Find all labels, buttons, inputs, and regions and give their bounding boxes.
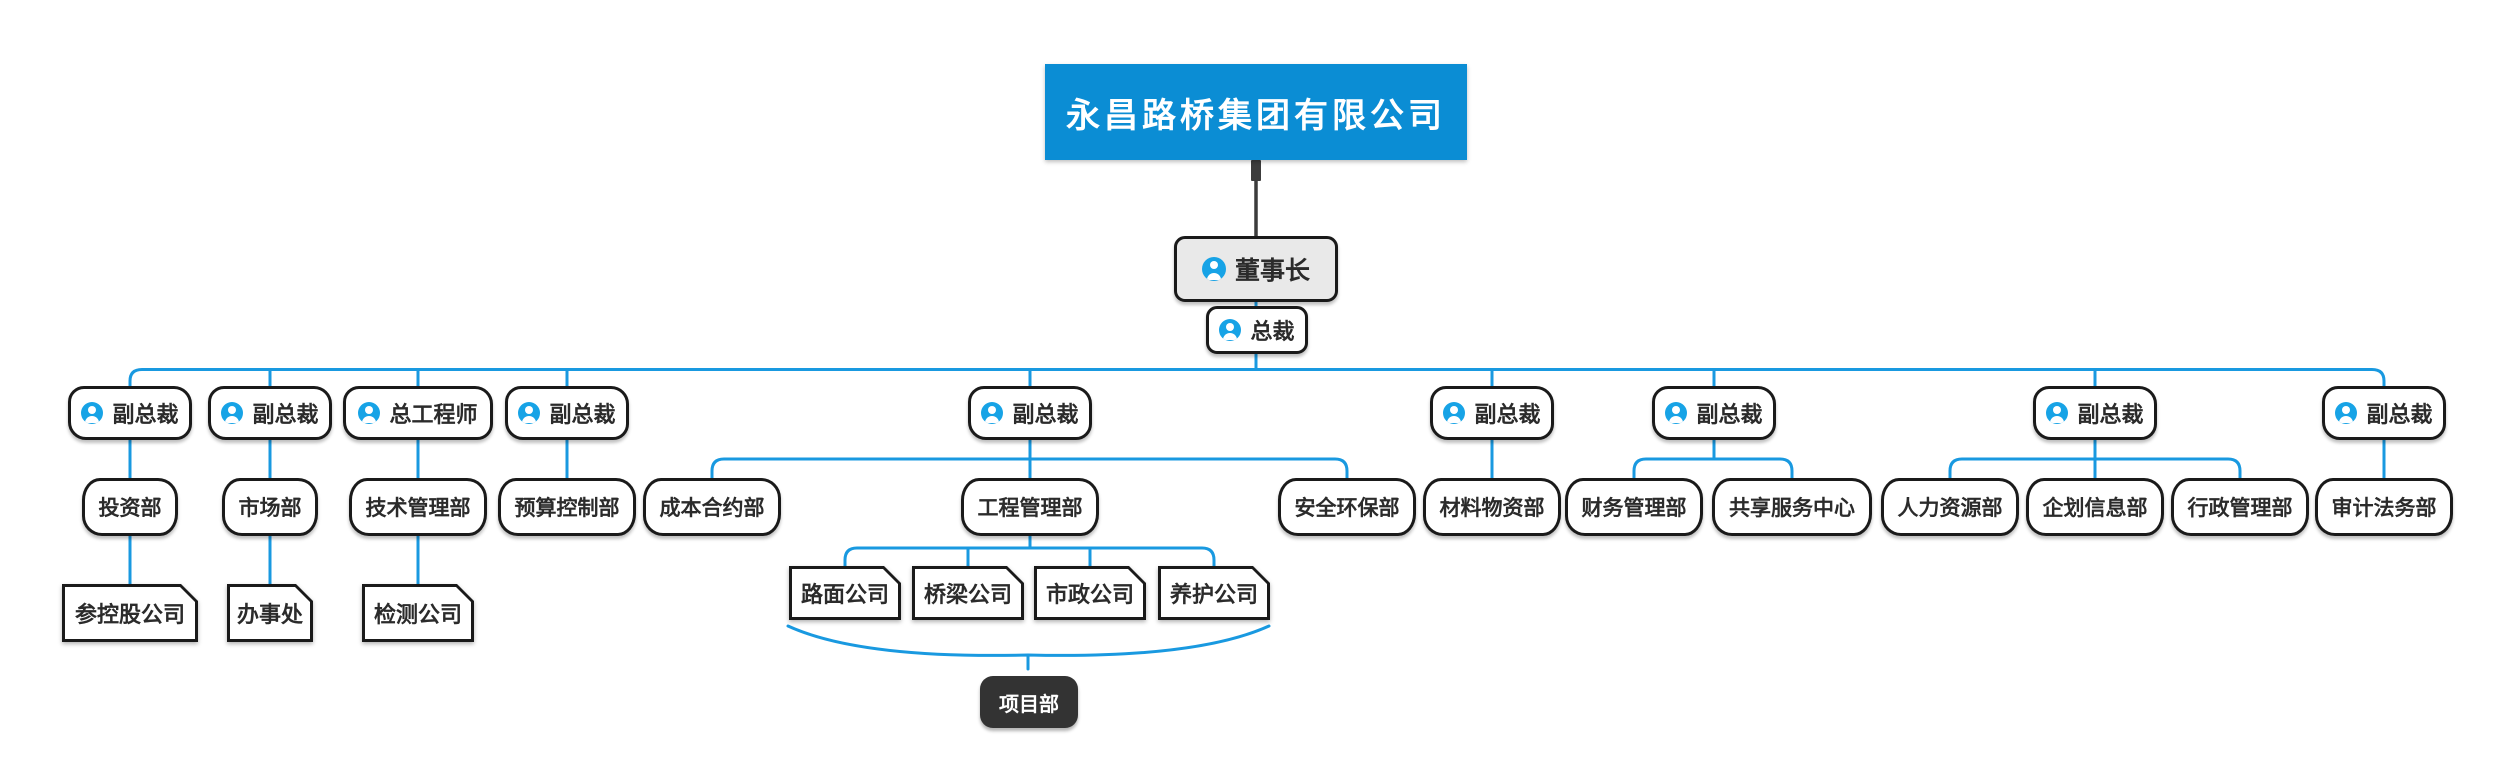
node-dept-planning-info[interactable]: 企划信息部 — [2026, 478, 2164, 536]
node-president[interactable]: 总裁 — [1206, 306, 1308, 354]
cut-box-face: 检测公司 — [365, 587, 471, 639]
node-sub-maintenance[interactable]: 养护公司 — [1158, 566, 1270, 620]
node-chairman[interactable]: 董事长 — [1174, 236, 1338, 302]
node-dept-budget-control[interactable]: 预算控制部 — [498, 478, 636, 536]
cut-box-face: 市政公司 — [1037, 569, 1143, 617]
dept-label: 材料物资部 — [1439, 497, 1545, 520]
node-dept-engineering-mgmt[interactable]: 工程管理部 — [961, 478, 1099, 536]
vp5-label: 副总裁 — [1474, 402, 1541, 427]
sub-label: 参控股公司 — [74, 602, 185, 627]
node-sub-road[interactable]: 路面公司 — [789, 566, 901, 620]
dept-label: 预算控制部 — [514, 497, 620, 520]
dept-label: 企划信息部 — [2042, 497, 2148, 520]
sub-label: 路面公司 — [800, 582, 889, 607]
connector-stub — [1251, 160, 1261, 181]
node-dept-finance-mgmt[interactable]: 财务管理部 — [1565, 478, 1703, 536]
node-sub-testing[interactable]: 检测公司 — [362, 584, 474, 642]
node-dept-audit-legal[interactable]: 审计法务部 — [2315, 478, 2453, 536]
dept-label: 投资部 — [98, 497, 162, 520]
dept-label: 成本合约部 — [659, 497, 765, 520]
node-vp6[interactable]: 副总裁 — [1652, 386, 1776, 440]
node-dept-market[interactable]: 市场部 — [222, 478, 318, 536]
chairman-label: 董事长 — [1234, 257, 1310, 285]
vp4-label: 副总裁 — [1012, 402, 1079, 427]
node-chief-engineer[interactable]: 总工程师 — [343, 386, 493, 440]
project-dept-label: 项目部 — [999, 693, 1059, 716]
group-brace — [786, 624, 1271, 657]
vp7-label: 副总裁 — [2077, 402, 2144, 427]
cut-box-face: 桥梁公司 — [915, 569, 1021, 617]
person-icon — [2335, 402, 2358, 424]
node-dept-safety-env[interactable]: 安全环保部 — [1278, 478, 1416, 536]
sub-label: 桥梁公司 — [923, 582, 1012, 607]
person-icon — [981, 402, 1004, 424]
person-icon — [81, 402, 104, 424]
dept-label: 技术管理部 — [365, 497, 471, 520]
chief-engineer-label: 总工程师 — [389, 402, 478, 427]
node-dept-investment[interactable]: 投资部 — [82, 478, 178, 536]
person-icon — [1665, 402, 1688, 424]
vp8-label: 副总裁 — [2366, 402, 2433, 427]
person-icon — [2046, 402, 2069, 424]
dept-label: 安全环保部 — [1294, 497, 1400, 520]
dept-label: 审计法务部 — [2331, 497, 2437, 520]
node-vp3[interactable]: 副总裁 — [505, 386, 629, 440]
vp3-label: 副总裁 — [549, 402, 616, 427]
person-icon — [1201, 257, 1226, 281]
connector-trunk — [128, 368, 2386, 390]
company-title-label: 永昌路桥集团有限公司 — [1066, 96, 1446, 135]
vp6-children-rail — [1632, 457, 1794, 482]
eng-children-rail — [843, 546, 1216, 568]
node-project-dept[interactable]: 项目部 — [980, 676, 1078, 728]
president-label: 总裁 — [1250, 319, 1295, 344]
node-vp7[interactable]: 副总裁 — [2033, 386, 2157, 440]
vp7-children-rail — [1948, 457, 2242, 482]
node-sub-municipal[interactable]: 市政公司 — [1034, 566, 1146, 620]
person-icon — [358, 402, 381, 424]
cut-box-face: 路面公司 — [792, 569, 898, 617]
sub-label: 办事处 — [236, 602, 303, 627]
node-vp8[interactable]: 副总裁 — [2322, 386, 2446, 440]
cut-box-face: 办事处 — [230, 587, 310, 639]
node-dept-cost-contract[interactable]: 成本合约部 — [643, 478, 781, 536]
cut-box-face: 参控股公司 — [65, 587, 195, 639]
dept-label: 市场部 — [238, 497, 302, 520]
dept-label: 行政管理部 — [2187, 497, 2293, 520]
node-sub-holding[interactable]: 参控股公司 — [62, 584, 198, 642]
node-dept-shared-services[interactable]: 共享服务中心 — [1712, 478, 1872, 536]
sub-label: 养护公司 — [1169, 582, 1258, 607]
node-dept-materials[interactable]: 材料物资部 — [1423, 478, 1561, 536]
vp2-label: 副总裁 — [252, 402, 319, 427]
node-vp4[interactable]: 副总裁 — [968, 386, 1092, 440]
node-sub-office[interactable]: 办事处 — [227, 584, 313, 642]
vp6-label: 副总裁 — [1696, 402, 1763, 427]
node-vp5[interactable]: 副总裁 — [1430, 386, 1554, 440]
node-dept-human-resources[interactable]: 人力资源部 — [1881, 478, 2019, 536]
node-company-title[interactable]: 永昌路桥集团有限公司 — [1045, 64, 1467, 160]
node-sub-bridge[interactable]: 桥梁公司 — [912, 566, 1024, 620]
person-icon — [221, 402, 244, 424]
person-icon — [518, 402, 541, 424]
node-dept-admin-mgmt[interactable]: 行政管理部 — [2171, 478, 2309, 536]
node-vp2[interactable]: 副总裁 — [208, 386, 332, 440]
person-icon — [1219, 319, 1242, 341]
node-dept-tech-mgmt[interactable]: 技术管理部 — [349, 478, 487, 536]
dept-label: 工程管理部 — [977, 497, 1083, 520]
dept-label: 人力资源部 — [1897, 497, 2003, 520]
dept-label: 财务管理部 — [1581, 497, 1687, 520]
sub-label: 检测公司 — [373, 602, 462, 627]
cut-box-face: 养护公司 — [1161, 569, 1267, 617]
person-icon — [1443, 402, 1466, 424]
node-vp1[interactable]: 副总裁 — [68, 386, 192, 440]
sub-label: 市政公司 — [1045, 582, 1134, 607]
vp1-label: 副总裁 — [112, 402, 179, 427]
dept-label: 共享服务中心 — [1729, 497, 1855, 520]
